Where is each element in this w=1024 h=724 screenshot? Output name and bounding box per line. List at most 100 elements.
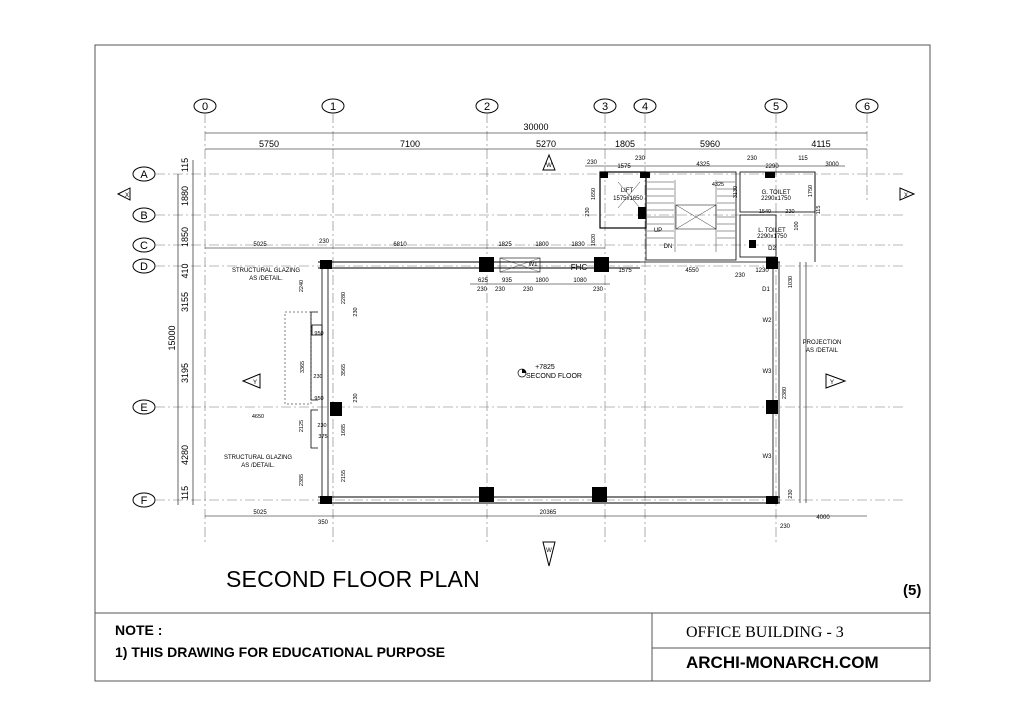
svg-text:1080: 1080 — [573, 278, 587, 284]
stair-treads — [647, 181, 735, 239]
fhc-label: FHC — [571, 263, 588, 272]
window-w3-label: W3 — [763, 369, 773, 375]
dim-top-1: 5750 — [259, 139, 279, 149]
grid-bubble-a: A — [132, 166, 156, 182]
horizontal-grid-bubbles: A B C D E F — [132, 166, 156, 508]
svg-text:1575: 1575 — [618, 268, 632, 274]
svg-text:230: 230 — [585, 207, 591, 216]
svg-text:1820: 1820 — [591, 234, 597, 246]
svg-text:230: 230 — [635, 156, 646, 162]
svg-text:230: 230 — [477, 287, 488, 293]
svg-text:115: 115 — [798, 156, 808, 162]
note-heading: NOTE : — [115, 622, 163, 638]
grid-label-0: 0 — [202, 101, 208, 113]
svg-text:1575: 1575 — [617, 164, 631, 170]
svg-text:3565: 3565 — [341, 364, 347, 376]
svg-text:X: X — [125, 193, 129, 199]
svg-text:1230: 1230 — [755, 268, 769, 274]
core-misc-dimensions: 1650 230 1820 3130 4325 1540 230 1750 10… — [585, 182, 822, 499]
svg-text:3195: 3195 — [180, 363, 190, 383]
projection-2: AS /DETAIL — [806, 348, 839, 354]
grid-lines — [155, 113, 905, 545]
dim-top-3: 5270 — [536, 139, 556, 149]
dim-top-2: 7100 — [400, 139, 420, 149]
svg-text:410: 410 — [180, 263, 190, 278]
column — [638, 207, 646, 219]
section-marker-y-left: Y — [241, 373, 261, 389]
glazing-top-2: AS /DETAIL. — [249, 276, 283, 282]
svg-text:4550: 4550 — [685, 268, 699, 274]
svg-text:5025: 5025 — [253, 242, 267, 248]
svg-text:1880: 1880 — [180, 186, 190, 206]
column — [640, 172, 650, 178]
sheet-border — [94, 44, 931, 682]
project-name: OFFICE BUILDING - 3 — [686, 624, 844, 641]
svg-text:230: 230 — [587, 160, 598, 166]
svg-text:4650: 4650 — [252, 414, 264, 420]
grid-label-1: 1 — [330, 101, 336, 113]
svg-text:2290: 2290 — [765, 164, 779, 170]
note-text: 1) THIS DRAWING FOR EDUCATIONAL PURPOSE — [115, 644, 446, 660]
grid-bubble-6: 6 — [855, 98, 879, 114]
svg-text:4280: 4280 — [180, 445, 190, 465]
l-toilet-size-label: 2290x1750 — [757, 234, 787, 240]
svg-text:2385: 2385 — [299, 474, 305, 486]
svg-text:230: 230 — [523, 287, 534, 293]
grid-label-3: 3 — [602, 101, 608, 113]
svg-text:20365: 20365 — [540, 510, 557, 516]
column — [594, 257, 609, 272]
svg-text:2280: 2280 — [341, 292, 347, 304]
grid-bubble-e: E — [132, 399, 156, 415]
left-dimensions: 15000 115 1880 1850 410 3155 3195 4280 1… — [167, 158, 194, 505]
svg-text:X: X — [904, 193, 908, 199]
svg-text:100: 100 — [794, 221, 800, 230]
svg-text:230: 230 — [353, 393, 359, 402]
svg-text:230: 230 — [735, 273, 746, 279]
grid-bubble-5: 5 — [764, 98, 788, 114]
row-d-dimensions: 625 935 1800 1080 230 230 230 230 1575 4… — [470, 268, 769, 293]
svg-text:1685: 1685 — [341, 424, 347, 436]
vertical-grid-bubbles: 0 1 2 3 4 5 6 — [193, 98, 879, 114]
grid-label-b: B — [140, 210, 147, 222]
svg-text:230: 230 — [495, 287, 506, 293]
grid-bubble-d: D — [132, 258, 156, 274]
svg-text:935: 935 — [502, 278, 513, 284]
floor-label: SECOND FLOOR — [526, 373, 582, 380]
svg-text:1830: 1830 — [571, 242, 585, 248]
column — [765, 172, 775, 178]
dim-top-4: 1805 — [615, 139, 635, 149]
column — [766, 496, 778, 504]
lift-label: LIFT — [621, 188, 634, 194]
svg-text:5025: 5025 — [253, 510, 267, 516]
svg-text:230: 230 — [593, 287, 604, 293]
glazing-bottom-1: STRUCTURAL GLAZING — [224, 455, 292, 461]
level-label: +7825 — [535, 364, 555, 371]
column — [479, 257, 494, 272]
g-toilet-label: G. TOILET — [762, 190, 791, 196]
svg-text:2125: 2125 — [299, 420, 305, 432]
sheet-number: (5) — [903, 582, 922, 599]
grid-label-a: A — [140, 169, 148, 181]
svg-text:2240: 2240 — [299, 280, 305, 292]
svg-text:3155: 3155 — [180, 292, 190, 312]
column — [749, 240, 756, 248]
bottom-dimensions: 5025 350 20365 230 4000 — [205, 510, 867, 530]
svg-text:230: 230 — [788, 489, 794, 498]
svg-text:6810: 6810 — [393, 242, 407, 248]
column — [479, 487, 494, 502]
drawing-title: SECOND FLOOR PLAN — [226, 566, 480, 592]
svg-text:230: 230 — [319, 239, 330, 245]
column — [330, 402, 342, 416]
grid-bubble-b: B — [132, 207, 156, 223]
room-labels: LIFT 1575x1650 G. TOILET 2290x1750 L. TO… — [224, 188, 841, 469]
grid-label-c: C — [140, 240, 148, 252]
lift-size-label: 1575x1650 — [613, 196, 643, 202]
columns — [320, 172, 778, 504]
svg-text:Y: Y — [830, 380, 834, 386]
column — [592, 487, 607, 502]
grid-bubble-0: 0 — [193, 98, 217, 114]
svg-text:Y: Y — [253, 380, 257, 386]
svg-text:1800: 1800 — [535, 242, 549, 248]
grid-bubble-3: 3 — [593, 98, 617, 114]
dim-left-overall: 15000 — [167, 325, 177, 350]
